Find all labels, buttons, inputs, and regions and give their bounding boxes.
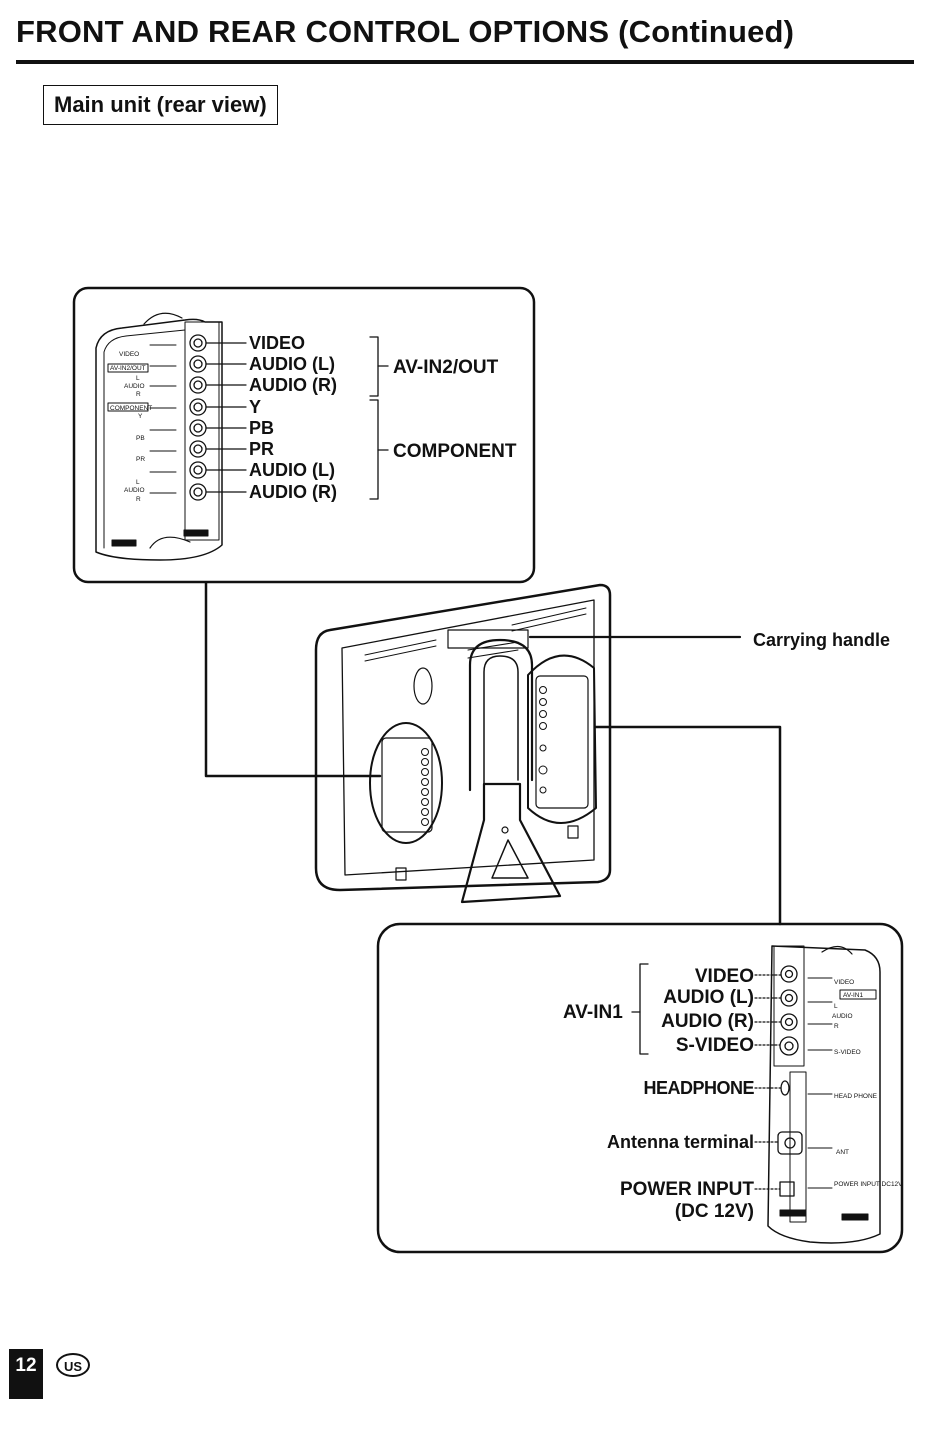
bottom-jacks [777, 965, 803, 1197]
label-headphone: HEADPHONE [643, 1078, 754, 1098]
top-mark-audio2: AUDIO [124, 487, 145, 494]
label-top-audio-l: AUDIO (L) [249, 354, 335, 374]
top-mark-video: VIDEO [119, 351, 139, 358]
page-title: FRONT AND REAR CONTROL OPTIONS (Continue… [16, 14, 795, 49]
label-bot-audio-l: AUDIO (L) [663, 987, 754, 1008]
top-jacks [189, 334, 207, 501]
label-power-dc: (DC 12V) [674, 1201, 754, 1222]
top-mark-pb: PB [136, 435, 145, 442]
bot-mark-r: R [834, 1023, 839, 1030]
label-group-av-in2: AV-IN2/OUT [393, 357, 499, 378]
top-detail-frame [72, 286, 536, 584]
label-group-component: COMPONENT [393, 441, 517, 462]
label-top-pr: PR [249, 439, 275, 459]
label-top-audio-l-2: AUDIO (L) [249, 460, 335, 480]
label-top-pb: PB [249, 418, 275, 438]
top-mark-r1: R [136, 391, 141, 398]
top-mark-component: COMPONENT [110, 405, 152, 412]
label-group-av-in1: AV-IN1 [563, 1002, 623, 1023]
region-badge: US [56, 1353, 90, 1377]
bot-mark-svideo: S-VIDEO [834, 1049, 861, 1056]
bot-mark-audio: AUDIO [832, 1013, 853, 1020]
title-rule [16, 60, 914, 64]
label-carrying-handle: Carrying handle [753, 630, 891, 650]
bot-mark-headphone: HEAD PHONE [834, 1093, 878, 1100]
tv-rear-body [314, 583, 612, 892]
label-top-video: VIDEO [249, 333, 306, 353]
bot-mark-video: VIDEO [834, 979, 854, 986]
label-power-input: POWER INPUT [619, 1179, 754, 1200]
bot-mark-l: L [834, 1003, 838, 1010]
page-number: 12 [9, 1349, 43, 1399]
top-mark-pr: PR [136, 456, 145, 463]
top-mark-r2: R [136, 496, 141, 503]
bot-mark-av-in1: AV-IN1 [843, 992, 863, 999]
bottom-detail-frame [376, 922, 904, 1254]
label-bot-video: VIDEO [694, 966, 754, 987]
top-mark-l1: L [136, 375, 140, 382]
label-top-y: Y [249, 397, 262, 417]
label-top-audio-r-2: AUDIO (R) [249, 482, 337, 502]
top-mark-av-in2: AV-IN2/OUT [110, 365, 146, 372]
label-top-audio-r: AUDIO (R) [249, 375, 337, 395]
bot-mark-ant: ANT [836, 1149, 849, 1156]
bot-mark-power: POWER INPUT DC12V [834, 1181, 903, 1188]
top-mark-y: Y [138, 413, 143, 420]
label-antenna-terminal: Antenna terminal [606, 1132, 754, 1152]
label-bot-s-video: S-VIDEO [675, 1035, 754, 1056]
top-mark-l2: L [136, 479, 140, 486]
top-mark-audio1: AUDIO [124, 383, 145, 390]
label-bot-audio-r: AUDIO (R) [661, 1011, 754, 1032]
section-heading: Main unit (rear view) [43, 85, 278, 125]
